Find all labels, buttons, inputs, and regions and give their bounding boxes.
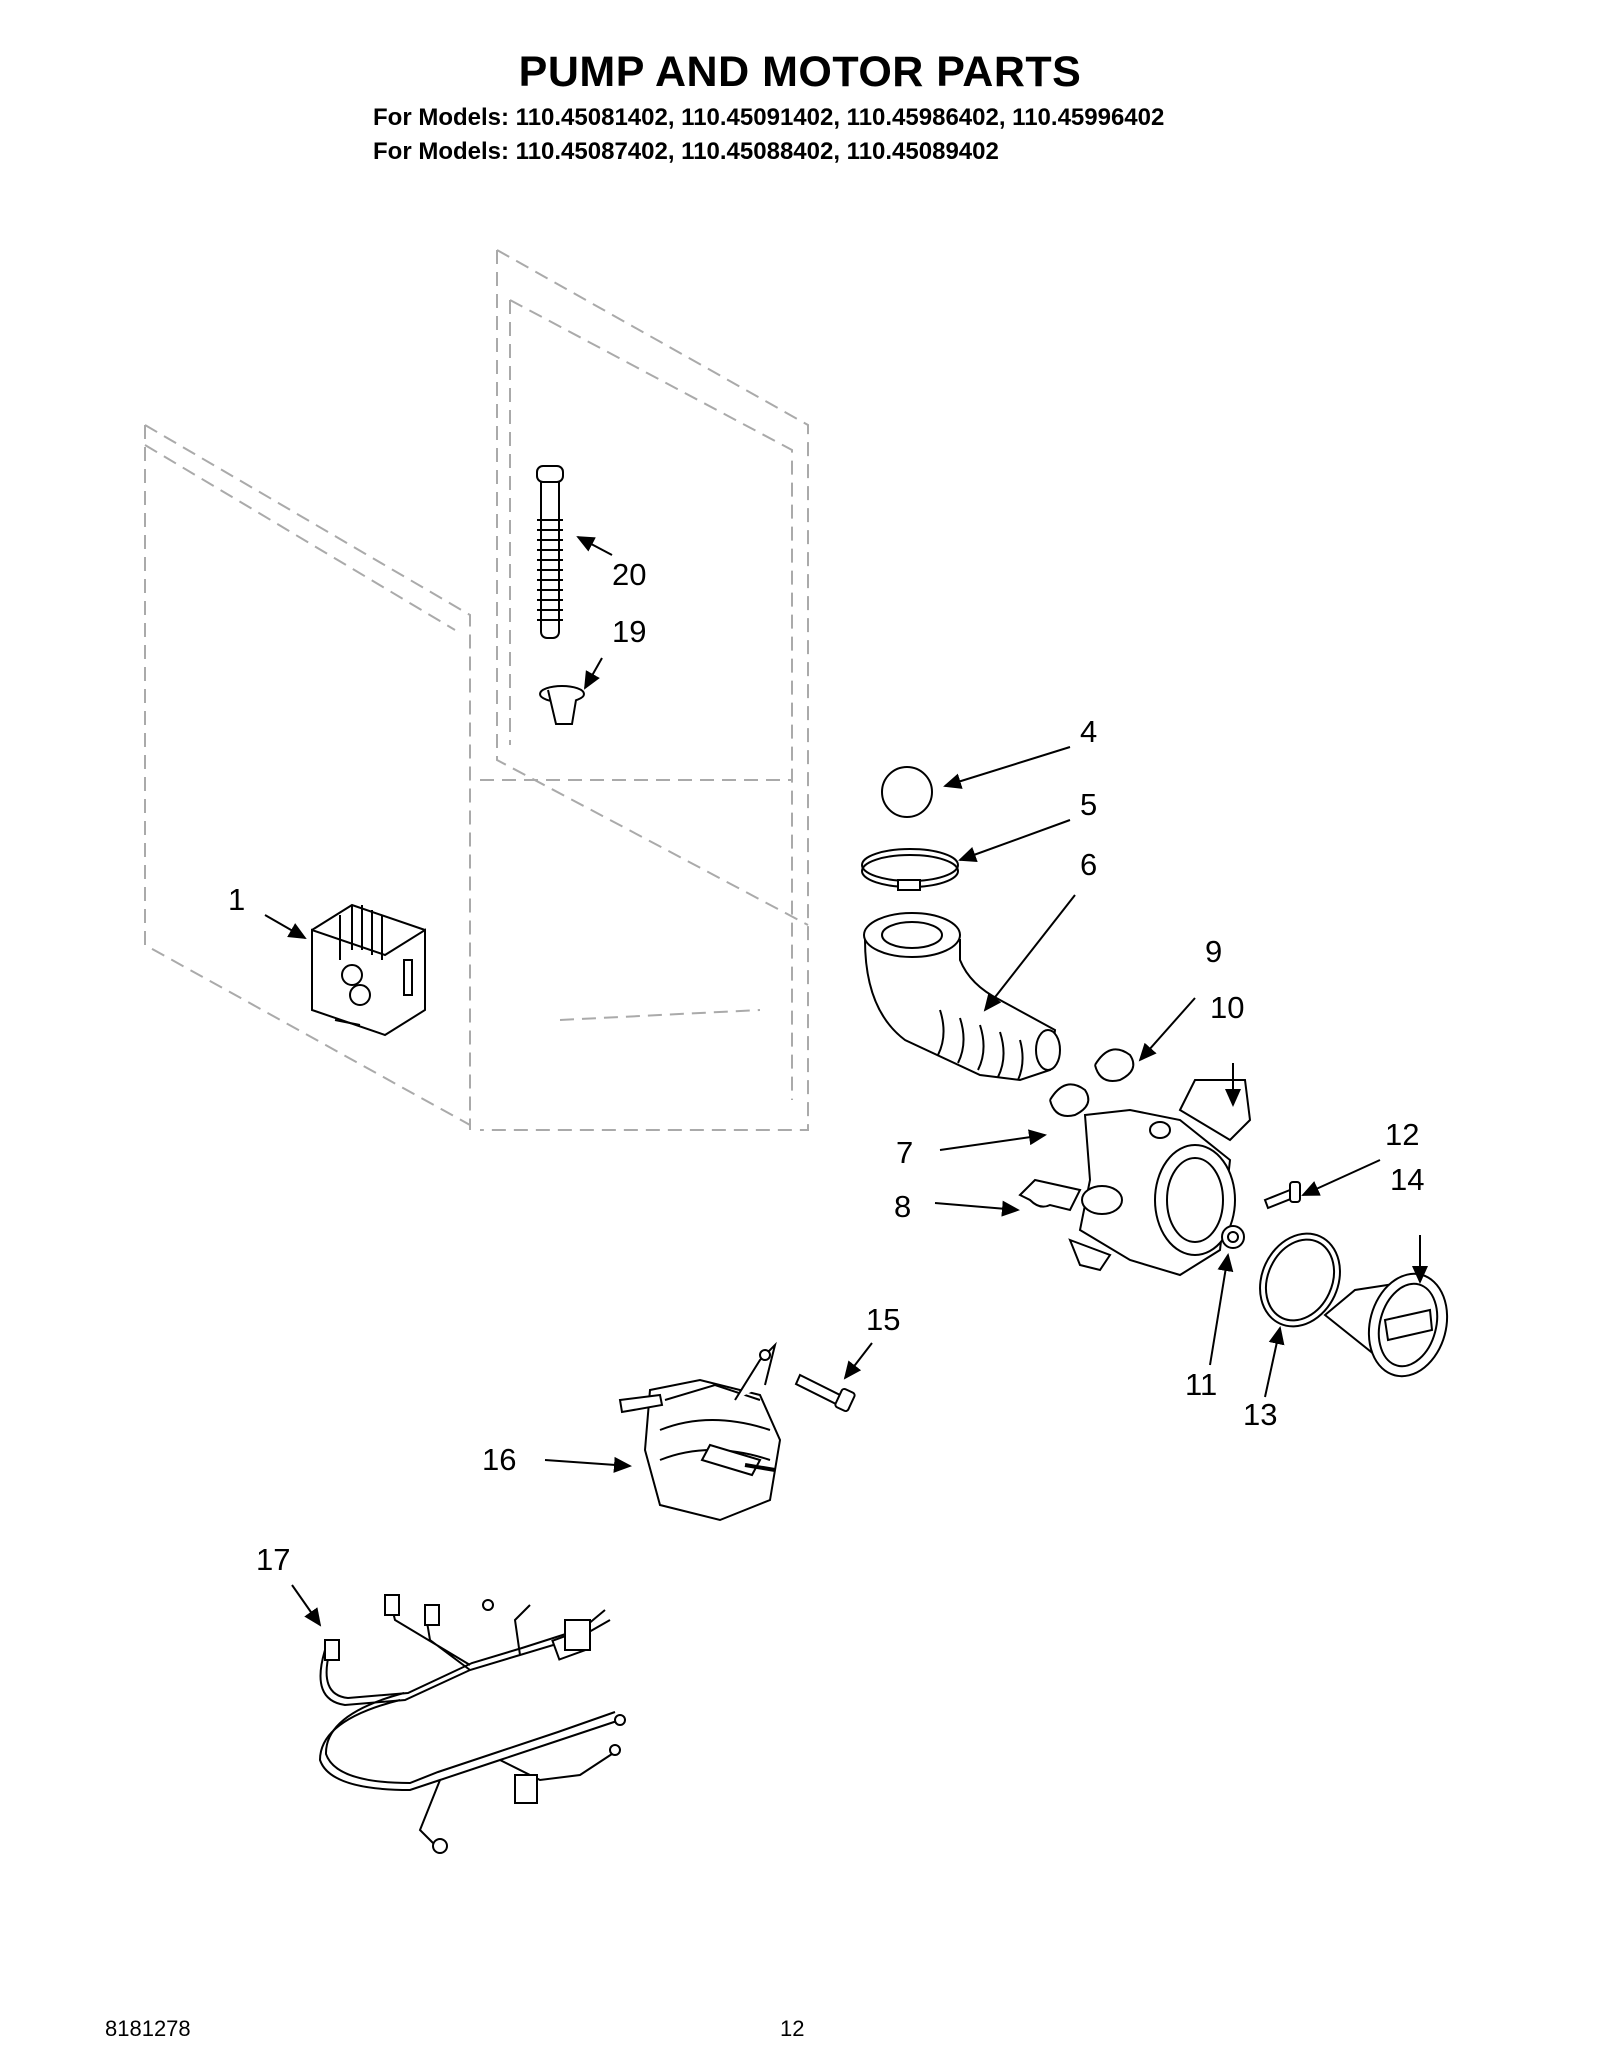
- part-4-ball: [881, 766, 933, 818]
- page-title: PUMP AND MOTOR PARTS: [518, 48, 1082, 96]
- part-20-hose: [536, 465, 564, 639]
- callout-9: 9: [1205, 934, 1222, 969]
- part-8-bracket: [1018, 1178, 1082, 1212]
- callout-7: 7: [896, 1135, 913, 1170]
- part-15-bolt: [794, 1373, 856, 1413]
- callout-15: 15: [866, 1302, 900, 1337]
- callout-10: 10: [1210, 990, 1244, 1025]
- part-19-clamp: [539, 685, 585, 725]
- part-17-wire-harness: [318, 1594, 626, 1854]
- part-12-screw: [1263, 1181, 1301, 1210]
- callout-11: 11: [1185, 1367, 1217, 1402]
- part-7-clamp: [1049, 1083, 1090, 1117]
- leader-arrows: [264, 536, 1428, 1627]
- callout-4: 4: [1080, 714, 1097, 749]
- callout-16: 16: [482, 1442, 516, 1477]
- callout-17: 17: [256, 1542, 290, 1577]
- callout-20: 20: [612, 557, 646, 592]
- callout-8: 8: [894, 1189, 911, 1224]
- part-13-gasket: [1259, 1232, 1341, 1328]
- part-10-drain-pump: [1068, 1079, 1252, 1277]
- part-6-sump-hose: [863, 912, 1061, 1082]
- callout-14: 14: [1390, 1162, 1424, 1197]
- callout-19: 19: [612, 614, 646, 649]
- callout-5: 5: [1080, 787, 1097, 822]
- callout-6: 6: [1080, 847, 1097, 882]
- page-number: 12: [780, 2016, 805, 2041]
- models-line-2: For Models: 110.45087402, 110.45088402, …: [373, 138, 999, 165]
- document-number: 8181278: [105, 2016, 191, 2041]
- callout-1: 1: [228, 882, 245, 917]
- callout-13: 13: [1243, 1397, 1277, 1432]
- part-11-washer: [1221, 1225, 1245, 1249]
- part-14-filter: [1323, 1272, 1449, 1378]
- part-1-control-module: [311, 903, 426, 1037]
- models-line-1: For Models: 110.45081402, 110.45091402, …: [373, 104, 1165, 131]
- part-9-clamp: [1094, 1048, 1135, 1082]
- callout-12: 12: [1385, 1117, 1419, 1152]
- cabinet-outline: [144, 249, 809, 1131]
- part-5-clamp-ring: [861, 848, 959, 891]
- part-16-motor: [618, 1341, 782, 1522]
